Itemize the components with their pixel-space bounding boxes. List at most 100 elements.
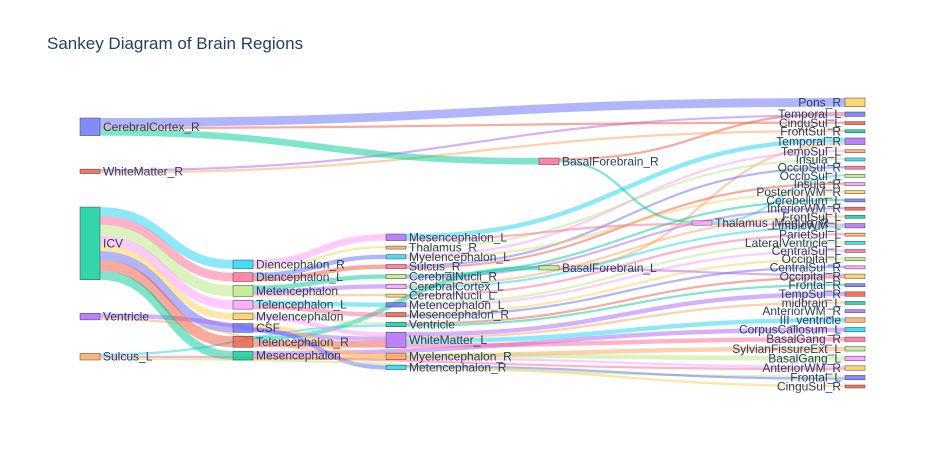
sankey-node[interactable] — [232, 336, 254, 348]
sankey-link[interactable] — [405, 367, 846, 388]
sankey-link[interactable] — [252, 234, 387, 267]
sankey-link[interactable] — [99, 259, 234, 348]
sankey-node[interactable] — [844, 111, 866, 117]
sankey-link[interactable] — [99, 270, 234, 360]
sankey-node[interactable] — [844, 241, 866, 245]
sankey-node[interactable] — [844, 273, 866, 279]
sankey-node[interactable] — [844, 336, 866, 342]
sankey-link[interactable] — [405, 276, 846, 325]
sankey-link[interactable] — [405, 257, 846, 315]
sankey-node[interactable] — [844, 384, 866, 389]
sankey-link[interactable] — [405, 337, 846, 348]
sankey-node[interactable] — [385, 293, 407, 298]
sankey-node[interactable] — [691, 220, 713, 226]
sankey-link[interactable] — [405, 233, 846, 297]
sankey-link[interactable] — [405, 241, 846, 305]
sankey-node[interactable] — [385, 331, 407, 348]
sankey-link[interactable] — [405, 137, 846, 239]
sankey-node[interactable] — [844, 157, 866, 162]
sankey-link[interactable] — [405, 249, 846, 307]
sankey-node[interactable] — [844, 165, 866, 170]
sankey-node[interactable] — [385, 312, 407, 318]
sankey-link[interactable] — [252, 264, 387, 282]
sankey-node[interactable] — [232, 312, 254, 320]
sankey-node[interactable] — [844, 265, 866, 270]
sankey-node[interactable] — [844, 97, 866, 108]
sankey-node[interactable] — [385, 322, 407, 328]
sankey-link[interactable] — [99, 207, 234, 269]
sankey-node[interactable] — [232, 323, 254, 333]
sankey-node[interactable] — [844, 223, 866, 229]
sankey-link[interactable] — [711, 174, 846, 223]
sankey-node[interactable] — [844, 291, 866, 297]
sankey-link[interactable] — [99, 235, 234, 310]
sankey-link[interactable] — [252, 313, 387, 325]
sankey-node[interactable] — [844, 249, 866, 253]
sankey-node[interactable] — [844, 317, 866, 323]
sankey-node[interactable] — [385, 245, 407, 250]
sankey-link[interactable] — [99, 244, 234, 320]
sankey-node[interactable] — [232, 285, 254, 297]
sankey-link[interactable] — [252, 284, 387, 295]
sankey-link[interactable] — [99, 129, 846, 174]
sankey-node[interactable] — [385, 264, 407, 270]
sankey-node[interactable] — [79, 117, 101, 136]
sankey-node[interactable] — [232, 259, 254, 270]
sankey-node[interactable] — [844, 137, 866, 145]
sankey-node[interactable] — [232, 300, 254, 310]
sankey-node[interactable] — [232, 350, 254, 361]
sankey-link[interactable] — [252, 315, 387, 337]
sankey-node[interactable] — [844, 174, 866, 178]
sankey-node[interactable] — [844, 355, 866, 361]
sankey-link[interactable] — [558, 160, 693, 223]
sankey-link[interactable] — [252, 327, 387, 370]
sankey-node[interactable] — [79, 206, 101, 280]
sankey-node[interactable] — [385, 302, 407, 308]
sankey-node[interactable] — [844, 198, 866, 203]
sankey-link[interactable] — [99, 251, 234, 333]
sankey-link[interactable] — [99, 114, 846, 172]
sankey-node[interactable] — [844, 206, 866, 211]
sankey-link[interactable] — [252, 300, 387, 307]
sankey-node[interactable] — [844, 301, 866, 305]
sankey-link[interactable] — [252, 246, 387, 269]
sankey-node[interactable] — [844, 375, 866, 381]
sankey-node[interactable] — [844, 182, 866, 186]
sankey-link[interactable] — [252, 323, 387, 360]
sankey-node[interactable] — [844, 309, 866, 313]
sankey-link[interactable] — [252, 274, 387, 290]
sankey-link[interactable] — [405, 283, 846, 327]
sankey-node[interactable] — [79, 353, 101, 361]
sankey-node[interactable] — [385, 364, 407, 370]
sankey-node[interactable] — [538, 157, 560, 165]
sankey-link[interactable] — [99, 224, 234, 297]
sankey-link[interactable] — [252, 254, 387, 278]
sankey-node[interactable] — [844, 129, 866, 134]
sankey-link[interactable] — [252, 327, 846, 356]
sankey-link[interactable] — [405, 357, 846, 369]
sankey-node[interactable] — [844, 121, 866, 125]
sankey-node[interactable] — [385, 274, 407, 279]
sankey-link[interactable] — [252, 304, 387, 317]
sankey-node[interactable] — [844, 365, 866, 371]
sankey-link[interactable] — [405, 317, 846, 344]
sankey-node[interactable] — [79, 313, 101, 321]
sankey-node[interactable] — [385, 283, 407, 289]
sankey-link[interactable] — [405, 365, 846, 380]
sankey-link[interactable] — [405, 215, 846, 287]
sankey-link[interactable] — [405, 353, 846, 361]
sankey-node[interactable] — [844, 327, 866, 333]
sankey-link[interactable] — [405, 265, 846, 317]
sankey-node[interactable] — [232, 272, 254, 282]
sankey-link[interactable] — [558, 267, 846, 277]
sankey-node[interactable] — [844, 215, 866, 219]
sankey-link[interactable] — [99, 98, 846, 127]
sankey-node[interactable] — [844, 257, 866, 261]
sankey-node[interactable] — [79, 168, 101, 174]
sankey-node[interactable] — [385, 233, 407, 241]
sankey-link[interactable] — [405, 301, 846, 339]
sankey-link[interactable] — [99, 121, 846, 129]
sankey-node[interactable] — [385, 352, 407, 360]
sankey-node[interactable] — [538, 265, 560, 271]
sankey-link[interactable] — [99, 215, 234, 282]
